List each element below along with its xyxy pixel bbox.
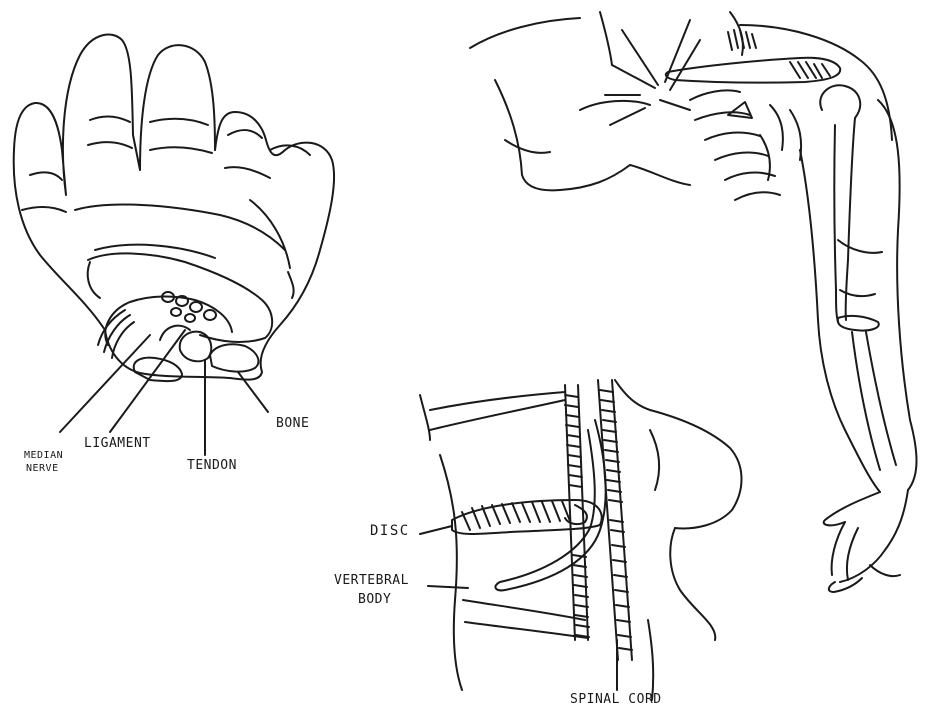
median-nerve-label-line2: NERVE bbox=[26, 464, 59, 474]
arm-shoulder-drawing bbox=[470, 12, 917, 592]
tendon-label: TENDON bbox=[187, 459, 237, 472]
bone-label: BONE bbox=[276, 417, 309, 430]
spine-drawing bbox=[420, 380, 742, 700]
ligament-label: LIGAMENT bbox=[84, 437, 151, 450]
spinal-cord-label: SPINAL CORD bbox=[570, 693, 662, 706]
hand-drawing bbox=[14, 35, 334, 455]
disc-label: DISC bbox=[370, 524, 410, 538]
median-nerve-label-line1: MEDIAN bbox=[24, 451, 63, 461]
vertebral-body-label-line2: BODY bbox=[358, 593, 391, 606]
vertebral-body-label-line1: VERTEBRAL bbox=[334, 574, 409, 587]
